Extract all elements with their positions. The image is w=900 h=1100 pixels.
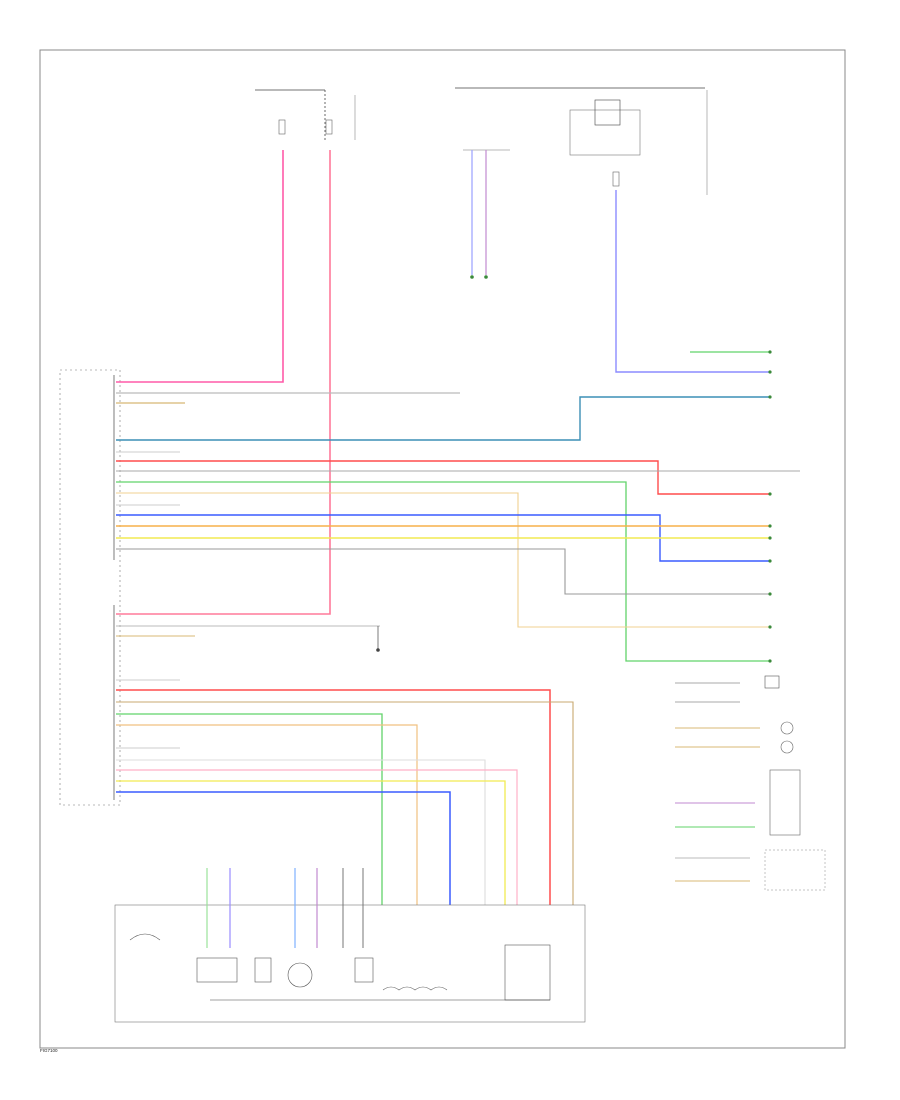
wire-pink-lower xyxy=(116,769,518,905)
wire-gray-lower-2 xyxy=(116,759,486,905)
figure-id: FIG7100 xyxy=(40,1048,58,1053)
fuse-block-right xyxy=(455,87,708,195)
diagram-frame xyxy=(39,49,846,1049)
wire-gray-3 xyxy=(116,548,770,595)
fuse-icon xyxy=(278,119,286,135)
right-terminals xyxy=(768,350,772,663)
connector-dot-icon xyxy=(768,536,772,540)
lamp-icon xyxy=(780,721,794,735)
wire-red-pink xyxy=(116,150,331,615)
connector-dot-icon xyxy=(470,275,474,279)
wire-red-lower xyxy=(116,689,551,905)
fuse-icon xyxy=(325,119,333,135)
connector-dot-icon xyxy=(768,625,772,629)
connector-dot-icon xyxy=(768,592,772,596)
wire-teal xyxy=(116,396,770,441)
body-control-module-left xyxy=(59,369,121,806)
wire-blue-lower xyxy=(116,791,451,905)
wire-tan-mid xyxy=(116,492,770,628)
connector-dot-icon xyxy=(768,659,772,663)
fuse-block-left xyxy=(255,89,356,140)
wire-green-mid xyxy=(116,481,770,662)
wire-pink xyxy=(116,150,284,383)
connector-dot-icon xyxy=(768,350,772,354)
connector-dot-icon xyxy=(768,559,772,563)
connector-dot-icon xyxy=(768,492,772,496)
bottom-devices xyxy=(114,868,586,1023)
wire-light-blue xyxy=(615,190,770,373)
motor-icon xyxy=(287,962,313,988)
connector-dot-icon xyxy=(768,395,772,399)
fuse-icon xyxy=(612,171,620,187)
ground-icon xyxy=(129,933,161,941)
connector-dot-icon xyxy=(484,275,488,279)
wire-yellow-lower xyxy=(116,780,506,905)
right-door-components xyxy=(675,675,826,891)
wire-red-upper xyxy=(116,460,770,495)
wire-tan-lower-2 xyxy=(116,701,574,905)
lamp-icon xyxy=(780,740,794,754)
wire-green-lower xyxy=(116,713,383,905)
connector-dot-icon xyxy=(768,524,772,528)
wire-orange-lower xyxy=(116,724,418,905)
connector-dot-icon xyxy=(768,370,772,374)
